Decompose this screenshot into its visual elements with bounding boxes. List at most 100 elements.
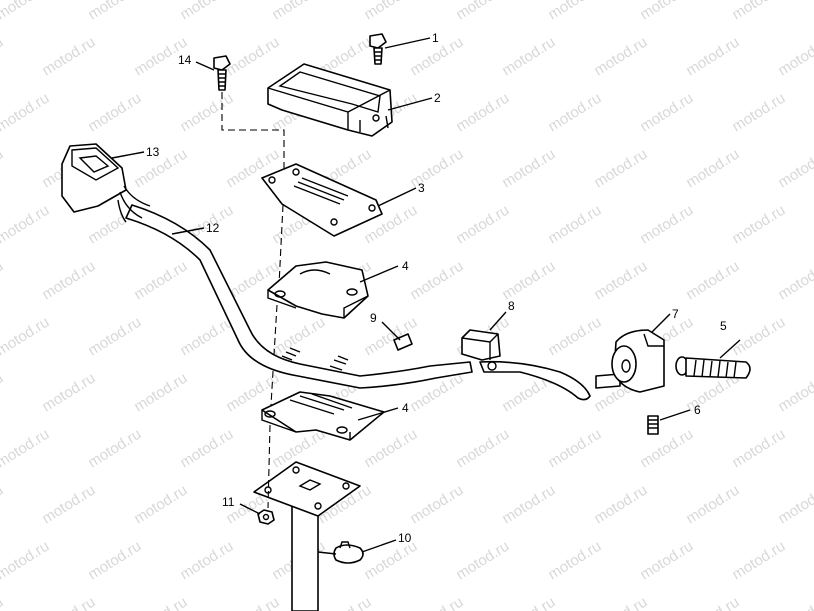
- part-mounting-plate: [261, 163, 383, 237]
- watermark-text: motod.ru: [131, 594, 190, 611]
- watermark-text: motod.ru: [453, 0, 512, 23]
- watermark-text: motod.ru: [85, 90, 144, 136]
- watermark-text: motod.ru: [39, 370, 98, 416]
- watermark-text: motod.ru: [775, 146, 814, 192]
- watermark-text: motod.ru: [775, 594, 814, 611]
- part-handlebar: [125, 204, 621, 389]
- watermark-text: motod.ru: [499, 594, 558, 611]
- part-bolt-left: [213, 55, 231, 91]
- watermark-text: motod.ru: [545, 0, 604, 23]
- callout-10: 10: [398, 531, 412, 545]
- watermark-text: motod.ru: [177, 426, 236, 472]
- watermark-text: motod.ru: [223, 594, 282, 611]
- part-screw: [647, 415, 659, 435]
- watermark-text: motod.ru: [683, 258, 742, 304]
- watermark-text: motod.ru: [683, 594, 742, 611]
- part-brake-lever: [461, 329, 591, 401]
- watermark-text: motod.ru: [499, 146, 558, 192]
- watermark-text: motod.ru: [269, 0, 328, 23]
- watermark-text: motod.ru: [39, 594, 98, 611]
- watermark-text: motod.ru: [637, 538, 696, 584]
- watermark-text: motod.ru: [637, 426, 696, 472]
- callout-12: 12: [206, 221, 220, 235]
- watermark-text: motod.ru: [545, 538, 604, 584]
- watermark-text: motod.ru: [361, 426, 420, 472]
- part-grip: [675, 356, 751, 379]
- watermark-text: motod.ru: [0, 0, 52, 23]
- part-handlebar-cover: [267, 63, 393, 137]
- callout-1: 1: [432, 31, 439, 45]
- callout-8: 8: [508, 299, 515, 313]
- watermark-text: motod.ru: [39, 34, 98, 80]
- callout-11: 11: [222, 495, 235, 509]
- part-throttle-housing: [611, 329, 665, 393]
- watermark-text: motod.ru: [0, 90, 52, 136]
- watermark-text: motod.ru: [131, 258, 190, 304]
- watermark-text: motod.ru: [545, 202, 604, 248]
- callout-13: 13: [146, 145, 160, 159]
- watermark-text: motod.ru: [407, 594, 466, 611]
- watermark-text: motod.ru: [39, 258, 98, 304]
- part-base-plate: [253, 461, 361, 517]
- watermark-text: motod.ru: [269, 314, 328, 360]
- watermark-text: motod.ru: [0, 314, 52, 360]
- watermark-text: motod.ru: [85, 314, 144, 360]
- watermark-text: motod.ru: [131, 482, 190, 528]
- watermark-text: motod.ru: [39, 482, 98, 528]
- watermark-text: motod.ru: [545, 426, 604, 472]
- watermark-text: motod.ru: [637, 0, 696, 23]
- watermark-text: motod.ru: [683, 482, 742, 528]
- watermark-text: motod.ru: [453, 426, 512, 472]
- callout-4: 4: [402, 259, 409, 273]
- part-left-control-housing: [61, 143, 151, 223]
- watermark-text: motod.ru: [591, 594, 650, 611]
- steering-post: [291, 499, 319, 611]
- watermark-text: motod.ru: [177, 538, 236, 584]
- callout-5: 5: [720, 319, 727, 333]
- watermark-text: motod.ru: [0, 426, 52, 472]
- watermark-text: motod.ru: [223, 34, 282, 80]
- watermark-text: motod.ru: [177, 0, 236, 23]
- watermark-text: motod.ru: [545, 314, 604, 360]
- callout-labels: 1 2 3 4 5 6 7 8 9 10 11 12 13 14 4: [146, 31, 727, 545]
- watermark-text: motod.ru: [637, 90, 696, 136]
- callout-2: 2: [434, 91, 441, 105]
- watermark-text: motod.ru: [591, 146, 650, 192]
- watermark-text: motod.ru: [177, 314, 236, 360]
- watermark-text: motod.ru: [775, 482, 814, 528]
- part-spacer: [393, 333, 413, 351]
- callout-7: 7: [672, 307, 679, 321]
- watermark-text: motod.ru: [407, 258, 466, 304]
- part-clamp-upper: [267, 261, 369, 319]
- watermark-text: motod.ru: [85, 426, 144, 472]
- watermark-text: motod.ru: [177, 90, 236, 136]
- callout-3: 3: [418, 181, 425, 195]
- watermark-text: motod.ru: [775, 258, 814, 304]
- watermark-text: motod.ru: [0, 202, 52, 248]
- watermark-text: motod.ru: [361, 538, 420, 584]
- watermark-text: motod.ru: [499, 258, 558, 304]
- leader-lines: [111, 37, 741, 553]
- watermark-text: motod.ru: [315, 594, 374, 611]
- watermark-text: motod.ru: [453, 202, 512, 248]
- watermark-text: motod.ru: [545, 90, 604, 136]
- watermark-text: motod.ru: [775, 34, 814, 80]
- watermark-text: motod.ru: [591, 482, 650, 528]
- watermark-text: motod.ru: [0, 594, 6, 611]
- part-bolt-top: [369, 33, 387, 65]
- watermark-text: motod.ru: [85, 538, 144, 584]
- watermark-text: motod.ru: [591, 34, 650, 80]
- watermark-text: motod.ru: [499, 34, 558, 80]
- watermark-text: motod.ru: [0, 538, 52, 584]
- callout-4-lower: 4: [402, 401, 409, 415]
- watermark-text: motod.ru: [361, 0, 420, 23]
- watermark-text: motod.ru: [453, 90, 512, 136]
- watermark-text: motod.ru: [0, 258, 6, 304]
- watermark-text: motod.ru: [729, 0, 788, 23]
- watermark-text: motod.ru: [85, 0, 144, 23]
- watermark-text: motod.ru: [453, 538, 512, 584]
- callout-6: 6: [694, 403, 701, 417]
- watermark-text: motod.ru: [0, 34, 6, 80]
- watermark-text: motod.ru: [131, 370, 190, 416]
